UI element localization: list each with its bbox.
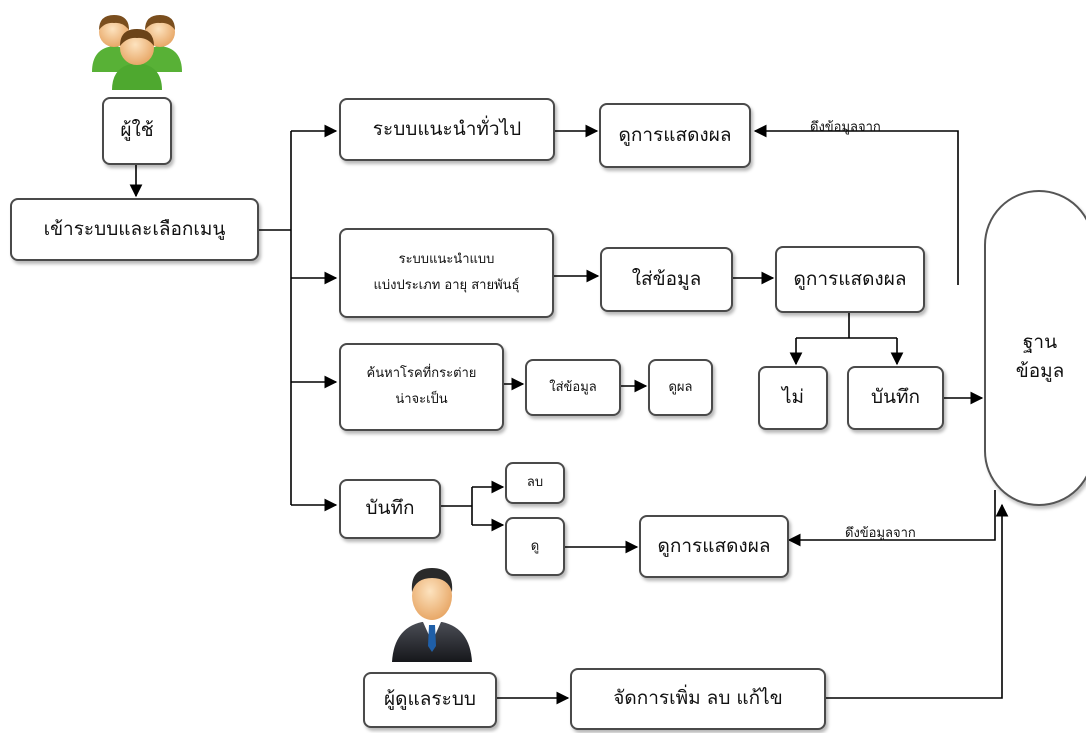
category-recommend-line2: แบ่งประเภท อายุ สายพันธุ์ bbox=[373, 278, 520, 293]
delete-label: ลบ bbox=[526, 475, 544, 491]
database-label: ฐาน ข้อมูล bbox=[1000, 328, 1080, 387]
fetch-from-label-top: ดึงข้อมูลจาก bbox=[810, 120, 881, 135]
connectors bbox=[129, 124, 1009, 705]
delete-node: ลบ bbox=[505, 462, 565, 504]
admin-node: ผู้ดูแลระบบ bbox=[363, 672, 497, 728]
input-data-label-2: ใส่ข้อมูล bbox=[549, 379, 597, 395]
disease-search-line1: ค้นหาโรคที่กระต่าย bbox=[366, 366, 477, 381]
database-label-line1: ฐาน bbox=[1022, 331, 1058, 353]
save-result-node: บันทึก bbox=[847, 366, 944, 430]
fetch-from-label-bottom: ดึงข้อมูลจาก bbox=[845, 526, 916, 541]
general-recommend-label: ระบบแนะนำทั่วไป bbox=[372, 117, 522, 140]
manage-data-label: จัดการเพิ่ม ลบ แก้ไข bbox=[613, 687, 783, 710]
businessman-icon bbox=[392, 568, 472, 662]
view-result-node-1: ดูการแสดงผล bbox=[599, 103, 751, 168]
database-label-line2: ข้อมูล bbox=[1015, 360, 1065, 383]
view-result-short-node: ดูผล bbox=[648, 359, 713, 416]
view-result-label-1: ดูการแสดงผล bbox=[618, 123, 732, 146]
saved-records-node: บันทึก bbox=[339, 479, 441, 539]
no-label: ไม่ bbox=[781, 386, 805, 409]
database-cylinder bbox=[984, 190, 1086, 506]
user-group-icon bbox=[92, 15, 182, 90]
view-result-short-label: ดูผล bbox=[668, 379, 693, 395]
input-data-node-1: ใส่ข้อมูล bbox=[600, 247, 733, 312]
save-result-label: บันทึก bbox=[870, 386, 921, 409]
view-result-label-3: ดูการแสดงผล bbox=[657, 534, 771, 557]
category-recommend-line1: ระบบแนะนำแบบ bbox=[398, 252, 495, 267]
manage-data-node: จัดการเพิ่ม ลบ แก้ไข bbox=[570, 668, 826, 730]
view-result-node-3: ดูการแสดงผล bbox=[639, 515, 789, 578]
view-result-node-2: ดูการแสดงผล bbox=[775, 246, 925, 313]
input-data-label-1: ใส่ข้อมูล bbox=[631, 267, 702, 290]
category-recommend-node: ระบบแนะนำแบบ แบ่งประเภท อายุ สายพันธุ์ bbox=[339, 228, 554, 318]
user-node: ผู้ใช้ bbox=[102, 97, 172, 165]
general-recommend-node: ระบบแนะนำทั่วไป bbox=[339, 98, 555, 161]
disease-search-node: ค้นหาโรคที่กระต่าย น่าจะเป็น bbox=[339, 343, 504, 431]
no-node: ไม่ bbox=[758, 366, 828, 430]
saved-records-label: บันทึก bbox=[365, 497, 415, 520]
input-data-node-2: ใส่ข้อมูล bbox=[525, 359, 621, 416]
disease-search-line2: น่าจะเป็น bbox=[395, 392, 448, 407]
view-node: ดู bbox=[505, 517, 565, 576]
user-node-label: ผู้ใช้ bbox=[120, 119, 154, 142]
login-menu-node: เข้าระบบและเลือกเมนู bbox=[10, 198, 259, 261]
view-label: ดู bbox=[530, 538, 540, 554]
login-menu-label: เข้าระบบและเลือกเมนู bbox=[43, 217, 226, 240]
view-result-label-2: ดูการแสดงผล bbox=[793, 267, 907, 290]
admin-label: ผู้ดูแลระบบ bbox=[384, 688, 476, 711]
